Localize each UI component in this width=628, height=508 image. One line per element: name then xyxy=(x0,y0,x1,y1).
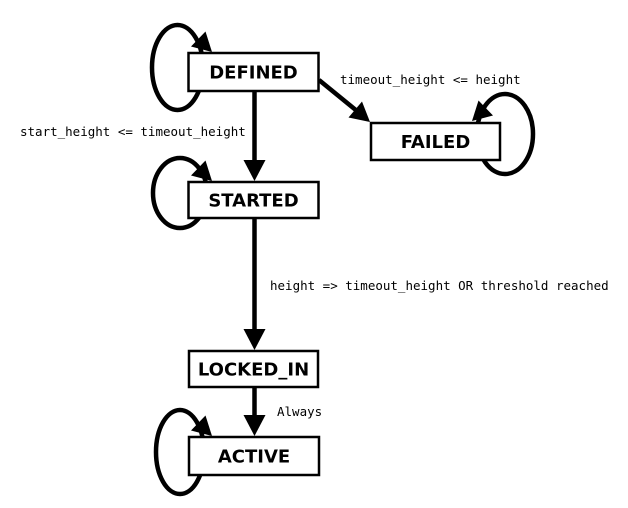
state-defined-label: DEFINED xyxy=(209,63,298,84)
self-loops xyxy=(149,22,536,497)
state-failed-label: FAILED xyxy=(401,132,471,153)
self-loop-failed-arrowhead-icon xyxy=(472,100,493,121)
state-active-label: ACTIVE xyxy=(218,447,290,468)
state-started-label: STARTED xyxy=(208,191,298,212)
state-defined-box xyxy=(187,51,320,93)
self-loop-arrowheads xyxy=(191,31,493,436)
transition-label-locked-in-active: Always xyxy=(277,404,322,419)
self-loop-active-arrowhead-icon xyxy=(191,415,212,436)
arrow-defined-to-failed-head-icon xyxy=(348,101,370,122)
arrow-locked-in-to-active-head-icon xyxy=(243,415,266,436)
self-loop-started-arrowhead-icon xyxy=(191,160,212,181)
transition-label-defined-started: start_height <= timeout_height xyxy=(20,124,246,139)
state-locked-in-label: LOCKED_IN xyxy=(198,360,309,381)
transition-arrows xyxy=(243,78,370,436)
arrow-started-to-locked-in-head-icon xyxy=(243,329,266,350)
transition-label-started-locked-in: height => timeout_height OR threshold re… xyxy=(270,278,609,293)
transition-labels: timeout_height <= height start_height <=… xyxy=(20,72,609,419)
state-failed-box xyxy=(369,121,502,162)
transition-label-defined-failed: timeout_height <= height xyxy=(340,72,521,87)
state-locked-in-box xyxy=(187,349,320,389)
state-labels: DEFINED FAILED STARTED LOCKED_IN ACTIVE xyxy=(198,63,470,468)
self-loop-defined-arrowhead-icon xyxy=(191,31,212,52)
state-active-box xyxy=(187,435,321,477)
state-boxes xyxy=(187,51,502,477)
arrow-defined-to-started-head-icon xyxy=(243,160,266,181)
arrow-defined-to-failed xyxy=(317,78,359,113)
